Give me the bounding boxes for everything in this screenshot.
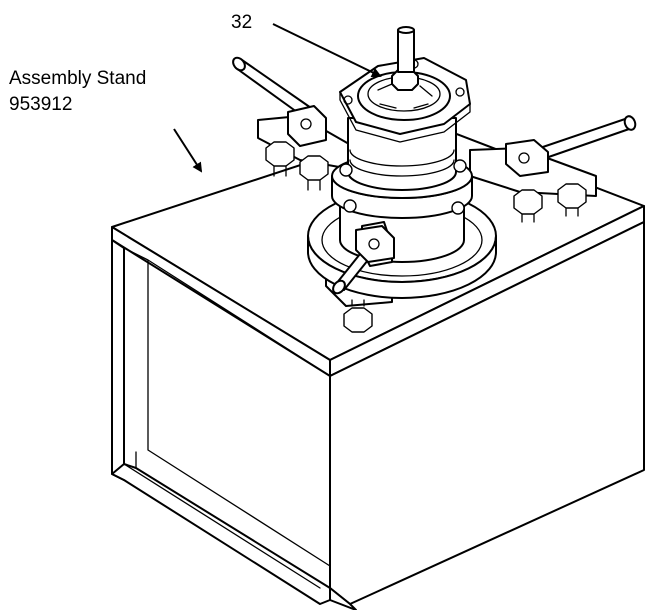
clamp-bolts: [265, 141, 587, 333]
stand-left-leg: [111, 239, 125, 481]
clamp-handles: [232, 56, 637, 295]
left-toggle-block: [287, 105, 327, 147]
pump-assembly: [307, 26, 497, 299]
stand-right-panel: [329, 221, 645, 605]
stand-label-part-number: 953912: [9, 94, 73, 115]
stand-label-leader-arrow: [173, 128, 203, 173]
right-toggle-block: [505, 139, 549, 177]
callout-32-leader-arrow: [272, 23, 382, 78]
stand-left-foot: [111, 463, 331, 605]
stand-label-name: Assembly Stand: [9, 68, 147, 89]
shaft: [397, 29, 415, 73]
callout-part-number: 32: [231, 12, 253, 33]
front-toggle-block: [355, 225, 395, 263]
